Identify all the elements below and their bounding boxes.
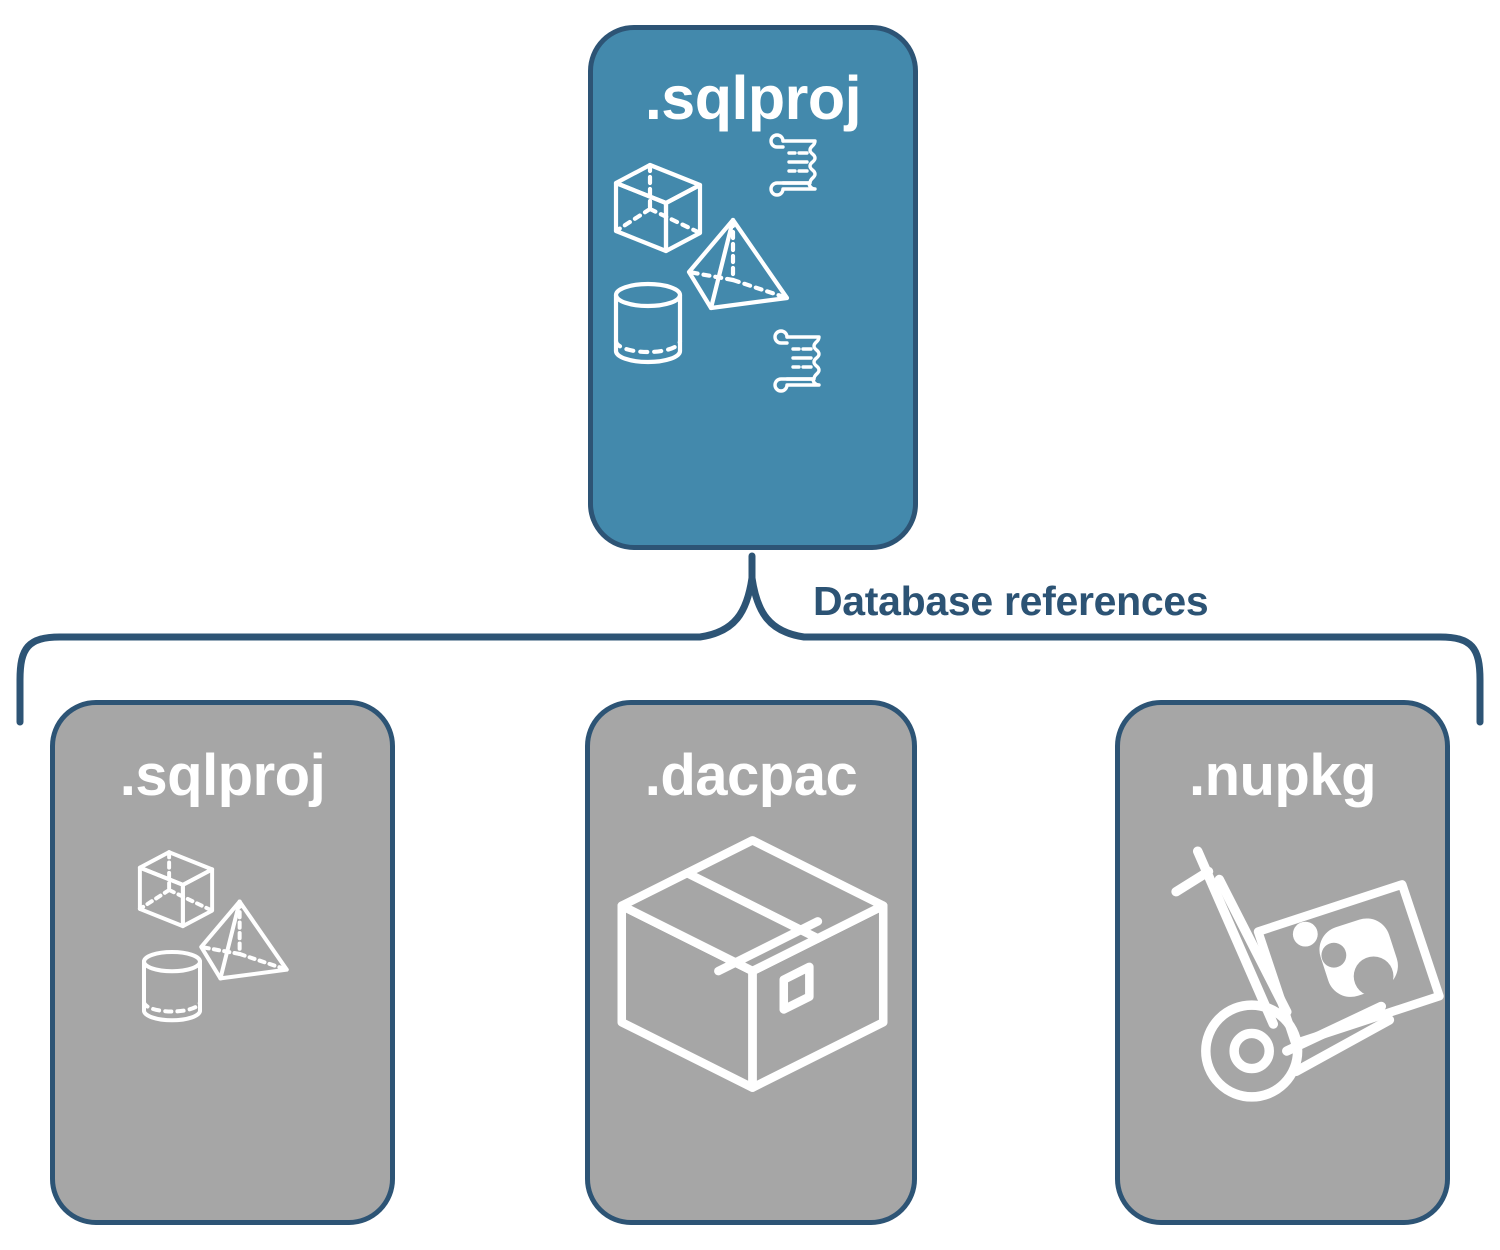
leaf-node-icon-group bbox=[590, 805, 912, 1220]
shipping-box-icon bbox=[617, 836, 888, 1092]
leaf-node-icon-group bbox=[1120, 805, 1445, 1220]
leaf-node-label: .sqlproj bbox=[119, 743, 326, 808]
cylinder-icon bbox=[141, 949, 203, 1023]
scroll-icon bbox=[769, 133, 817, 197]
leaf-node-icon-group bbox=[55, 805, 390, 1220]
cylinder-icon bbox=[613, 281, 683, 365]
root-node-sqlproj[interactable]: .sqlproj bbox=[588, 25, 918, 550]
cube-icon bbox=[137, 850, 215, 929]
root-node-label: .sqlproj bbox=[644, 64, 862, 132]
leaf-node-sqlproj[interactable]: .sqlproj bbox=[50, 700, 395, 1225]
leaf-node-label: .nupkg bbox=[1188, 743, 1377, 808]
pyramid-icon bbox=[686, 217, 790, 311]
leaf-node-label: .dacpac bbox=[644, 743, 858, 808]
pyramid-icon bbox=[199, 899, 289, 981]
connector-label: Database references bbox=[813, 578, 1209, 624]
leaf-node-nupkg[interactable]: .nupkg bbox=[1115, 700, 1450, 1225]
leaf-node-dacpac[interactable]: .dacpac bbox=[585, 700, 917, 1225]
scroll-icon bbox=[773, 329, 821, 393]
nuget-package-icon bbox=[1253, 880, 1444, 1048]
cube-icon bbox=[613, 162, 703, 254]
root-node-icon-group bbox=[593, 129, 913, 545]
